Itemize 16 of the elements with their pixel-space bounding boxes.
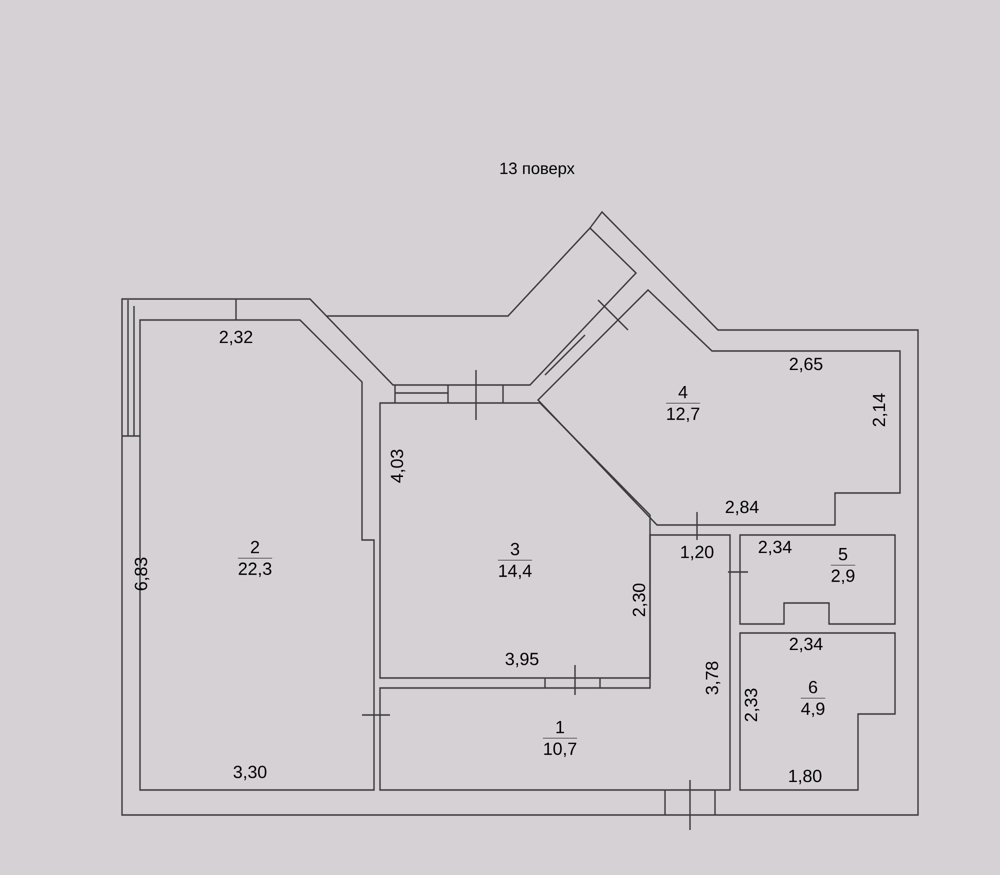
dimension-label: 4,03 <box>390 450 406 483</box>
dimension-label: 2,84 <box>726 500 759 516</box>
floor-title: 13 поверх <box>500 162 575 178</box>
dimension-label: 2,34 <box>790 638 823 652</box>
dimension-label: 3,78 <box>706 662 720 694</box>
dimension-label: 2,14 <box>872 393 888 426</box>
dimension-label: 1,80 <box>789 770 822 784</box>
dimension-label: 2,30 <box>632 584 648 616</box>
dimension-label: 3,30 <box>234 766 266 780</box>
dimension-label: 2,33 <box>744 688 760 722</box>
dimension-label: 6,83 <box>134 558 150 590</box>
dimension-label: 1,20 <box>681 546 714 560</box>
dimension-label: 3,95 <box>506 652 538 668</box>
dimension-label: 2,65 <box>790 358 822 372</box>
dimension-label: 2,34 <box>758 540 792 556</box>
dimension-label: 2,32 <box>220 330 252 346</box>
